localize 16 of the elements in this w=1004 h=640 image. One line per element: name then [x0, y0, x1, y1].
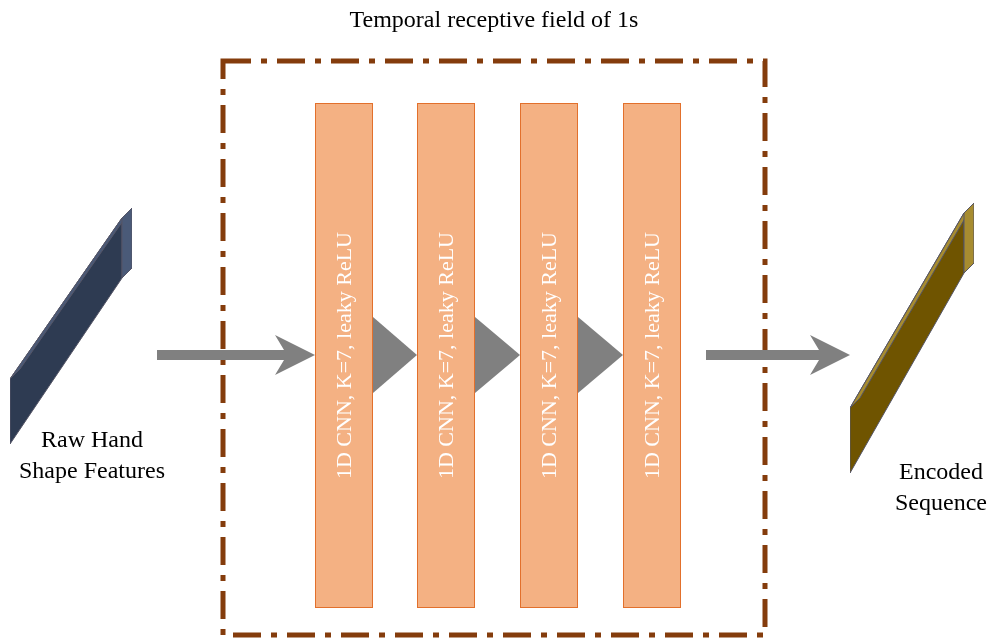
arrow [157, 335, 315, 375]
layer-label: 1D CNN, K=7, leaky ReLU [433, 231, 459, 479]
arrow [706, 335, 850, 375]
chevron-arrow [578, 317, 623, 393]
slab-caption: Encoded Sequence [894, 457, 988, 518]
layer-label: 1D CNN, K=7, leaky ReLU [536, 231, 562, 479]
layer-box [417, 103, 475, 608]
layer-box [520, 103, 578, 608]
layer-box [623, 103, 681, 608]
slab-caption: Raw Hand Shape Features [18, 425, 166, 486]
chevron-arrow [475, 317, 520, 393]
chevron-arrow [373, 317, 417, 393]
layer-label: 1D CNN, K=7, leaky ReLU [639, 231, 665, 479]
layer-box [315, 103, 373, 608]
layer-label: 1D CNN, K=7, leaky ReLU [331, 231, 357, 479]
frame-title: Temporal receptive field of 1s [348, 6, 640, 33]
